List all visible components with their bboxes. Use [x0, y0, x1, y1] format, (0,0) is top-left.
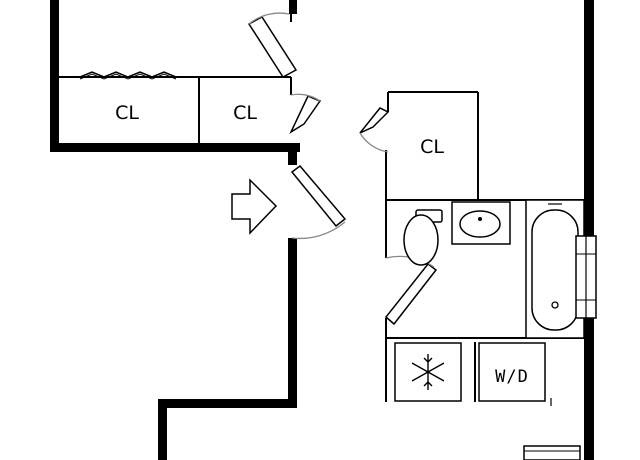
- wall-lower-left: [158, 399, 167, 460]
- snowflake-icon: [411, 354, 445, 390]
- bifold-door-inner: [79, 73, 177, 80]
- sink: [451, 201, 511, 245]
- wall-top-stub: [289, 0, 297, 14]
- closet-left-label: CL: [115, 102, 139, 124]
- bottom-right-fixture: [523, 445, 581, 460]
- wall-door-jamb: [288, 143, 297, 165]
- entry-arrow-icon: [231, 178, 278, 235]
- window: [575, 235, 597, 319]
- door-closet-middle[interactable]: [289, 93, 322, 134]
- washer-dryer: [478, 342, 546, 402]
- door-entry[interactable]: [290, 164, 347, 240]
- bathtub: [525, 199, 585, 339]
- washer-dryer-label: W/D: [495, 367, 529, 387]
- bifold-door[interactable]: [79, 71, 177, 78]
- door-closet-right[interactable]: [359, 107, 390, 153]
- door-top[interactable]: [247, 12, 298, 78]
- wall-right-upper: [584, 0, 594, 236]
- wall-closet-bottom: [50, 143, 300, 152]
- wall-lower-horizontal: [158, 399, 297, 408]
- toilet: [403, 209, 443, 266]
- wall-left-upper: [50, 0, 59, 152]
- wall-right-lower: [584, 318, 594, 460]
- closet-right-label: CL: [420, 136, 444, 158]
- door-bathroom[interactable]: [384, 255, 438, 326]
- wall-center-vertical: [288, 238, 297, 408]
- closet-middle-label: CL: [233, 102, 257, 124]
- walls: [50, 0, 594, 460]
- refrigerator: [394, 342, 462, 402]
